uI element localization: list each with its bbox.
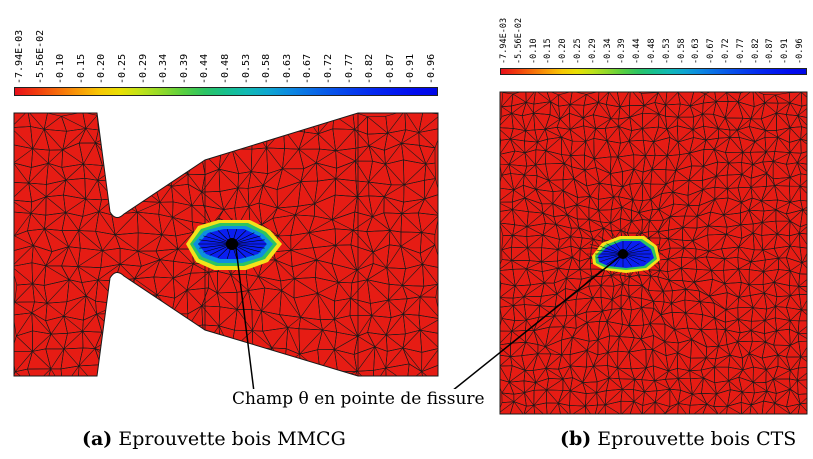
crack-tip-point: [226, 238, 238, 250]
caption-a-label: (a): [82, 428, 113, 450]
mmcg-specimen-mesh: [13, 112, 439, 377]
cts-specimen-mesh: [499, 91, 808, 415]
colorbar-a: [14, 87, 438, 96]
panel-a-mmcg: -7.94E-03-5.56E-02-0.10-0.15-0.20-0.25-0…: [13, 30, 439, 377]
leader-line-b: [451, 253, 624, 392]
caption-a: (a) Eprouvette bois MMCG: [82, 428, 346, 450]
leader-line-a: [235, 247, 255, 393]
colorbar-b: [500, 68, 807, 75]
caption-b: (b) Eprouvette bois CTS: [560, 428, 796, 450]
caption-b-text: Eprouvette bois CTS: [591, 428, 797, 450]
panel-b-cts: -7.94E-03-5.56E-02-0.10-0.15-0.20-0.25-0…: [450, 0, 813, 459]
caption-a-text: Eprouvette bois MMCG: [112, 428, 346, 450]
crack-tip-field-annotation: Champ θ en pointe de fissure: [230, 389, 487, 409]
caption-b-label: (b): [560, 428, 592, 450]
